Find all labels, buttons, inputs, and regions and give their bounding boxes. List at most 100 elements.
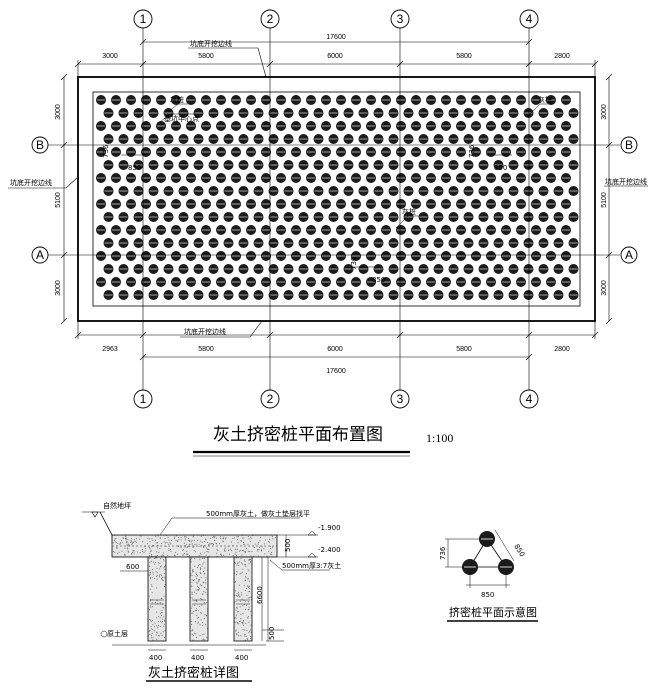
stipple-dot xyxy=(180,546,182,548)
stipple-dot xyxy=(215,537,217,539)
stipple-dot xyxy=(195,633,197,635)
stipple-dot xyxy=(198,565,200,567)
stipple-dot xyxy=(154,578,156,580)
stipple-dot xyxy=(248,601,250,603)
stipple-dot xyxy=(163,541,165,543)
stipple-dot xyxy=(185,544,187,546)
stipple-dot xyxy=(157,542,159,544)
stipple-dot xyxy=(261,546,263,548)
stipple-dot xyxy=(185,536,187,538)
stipple-dot xyxy=(200,598,202,599)
stipple-dot xyxy=(200,572,202,574)
stipple-dot xyxy=(242,623,244,625)
stipple-dot xyxy=(134,541,136,542)
stipple-dot xyxy=(240,618,242,620)
triangle-schematic: 850 850 736 挤密桩平面示意图 xyxy=(439,529,538,622)
stipple-dot xyxy=(156,599,158,601)
stipple-dot xyxy=(270,553,271,555)
stipple-dot xyxy=(149,572,151,574)
stipple-dot xyxy=(152,539,154,541)
stipple-dot xyxy=(180,539,182,541)
stipple-dot xyxy=(240,562,242,564)
stipple-dot xyxy=(189,626,191,628)
stipple-dot xyxy=(191,591,193,593)
stipple-dot xyxy=(235,562,237,564)
stipple-dot xyxy=(191,541,193,543)
stipple-dot xyxy=(161,609,163,611)
stipple-dot xyxy=(236,536,238,537)
stipple-dot xyxy=(248,538,250,540)
stipple-dot xyxy=(220,536,221,538)
stipple-dot xyxy=(113,539,115,541)
stipple-dot xyxy=(197,589,199,591)
stipple-dot xyxy=(191,634,193,635)
stipple-dot xyxy=(251,584,252,586)
stipple-dot xyxy=(175,535,177,537)
stipple-dot xyxy=(156,578,158,580)
stipple-dot xyxy=(149,569,151,571)
stipple-dot xyxy=(152,545,154,547)
stipple-dot xyxy=(222,541,224,542)
stipple-dot xyxy=(224,538,226,540)
stipple-dot xyxy=(257,555,259,557)
stipple-dot xyxy=(152,573,154,575)
stipple-dot xyxy=(237,592,239,594)
stipple-dot xyxy=(198,543,200,545)
stipple-dot xyxy=(236,595,238,596)
stipple-dot xyxy=(159,575,161,577)
stipple-dot xyxy=(161,554,163,556)
pile-offset-2: 736 xyxy=(468,144,476,158)
stipple-dot xyxy=(236,593,238,594)
stipple-dot xyxy=(114,538,116,540)
stipple-dot xyxy=(206,636,208,638)
stipple-dot xyxy=(245,551,247,552)
stipple-dot xyxy=(167,555,169,556)
stipple-dot xyxy=(193,535,194,537)
stipple-dot xyxy=(154,601,156,603)
stipple-dot xyxy=(113,535,115,536)
stipple-dot xyxy=(164,584,166,586)
stipple-dot xyxy=(159,537,161,539)
stipple-dot xyxy=(160,555,162,557)
stipple-dot xyxy=(192,536,194,538)
stipple-dot xyxy=(150,605,152,607)
stipple-dot xyxy=(234,572,236,574)
stipple-dot xyxy=(250,540,252,542)
stipple-dot xyxy=(192,639,194,641)
stipple-dot xyxy=(237,632,239,634)
stipple-dot xyxy=(259,540,261,542)
stipple-dot xyxy=(270,552,272,554)
stipple-dot xyxy=(150,606,152,608)
stipple-dot xyxy=(253,555,255,557)
stipple-dot xyxy=(133,550,135,552)
stipple-dot xyxy=(191,597,193,599)
stipple-dot xyxy=(124,553,126,555)
stipple-dot xyxy=(216,555,218,557)
stipple-dot xyxy=(160,574,162,576)
stipple-dot xyxy=(216,548,218,550)
stipple-dot xyxy=(115,537,117,539)
stipple-dot xyxy=(202,638,204,640)
stipple-dot xyxy=(168,548,170,550)
stipple-dot xyxy=(151,619,153,621)
stipple-dot xyxy=(272,538,274,540)
stipple-dot xyxy=(198,555,200,557)
stipple-dot xyxy=(231,541,233,543)
stipple-dot xyxy=(151,599,153,601)
stipple-dot xyxy=(139,556,141,558)
stipple-dot xyxy=(157,555,158,556)
stipple-dot xyxy=(162,559,164,561)
stipple-dot xyxy=(196,636,197,638)
stipple-dot xyxy=(130,541,132,543)
stipple-dot xyxy=(136,551,138,553)
stipple-dot xyxy=(234,601,236,603)
stipple-dot xyxy=(163,535,165,536)
stipple-dot xyxy=(204,587,205,589)
stipple-dot xyxy=(151,592,153,594)
stipple-dot xyxy=(151,635,153,637)
stipple-dot xyxy=(153,558,155,559)
stipple-dot xyxy=(241,598,243,600)
stipple-dot xyxy=(196,615,198,616)
right-dim-1: 3000 xyxy=(601,104,608,120)
stipple-dot xyxy=(122,537,124,539)
